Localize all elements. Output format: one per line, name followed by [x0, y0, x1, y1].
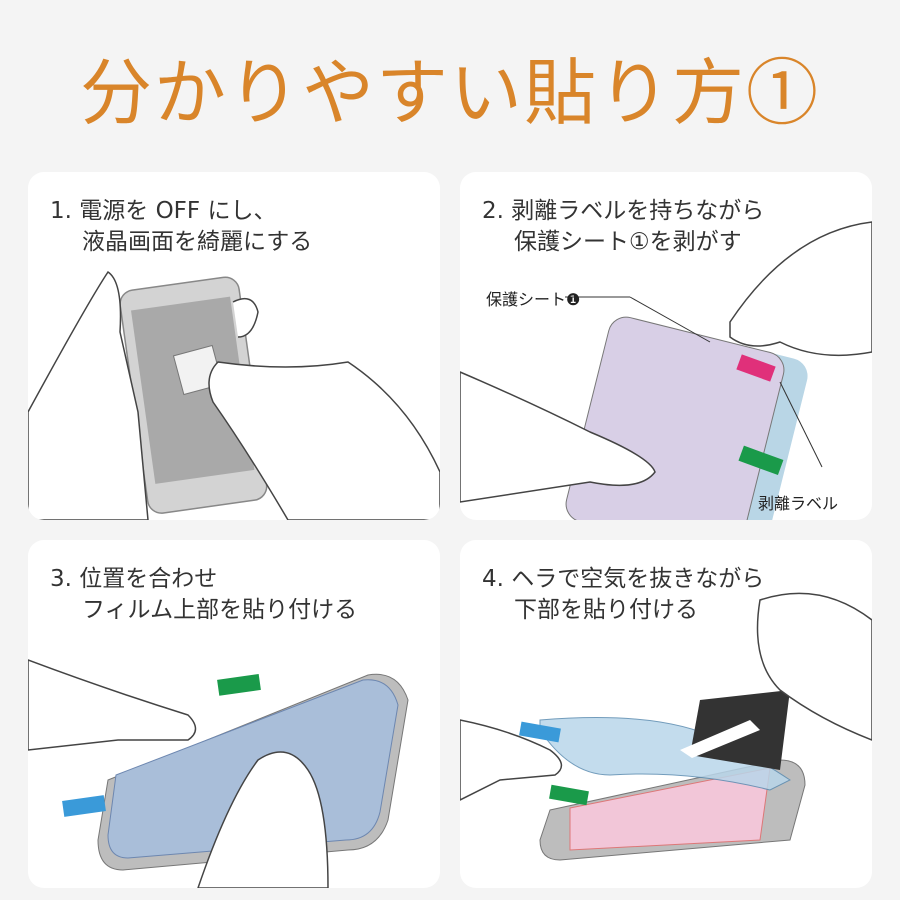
step-3-line1: 3. 位置を合わせ [50, 566, 218, 592]
wipe-screen-illustration [28, 270, 440, 520]
step-2-line2: 保護シート①を剥がす [514, 229, 742, 255]
step-1-text: 1. 電源を OFF にし、液晶画面を綺麗にする [50, 196, 312, 258]
release-label-callout: 剥離ラベル [758, 494, 839, 513]
step-1-card: 1. 電源を OFF にし、液晶画面を綺麗にする [28, 172, 440, 520]
align-film-illustration [28, 659, 409, 888]
step-3-card: 3. 位置を合わせフィルム上部を貼り付ける [28, 540, 440, 888]
step-2-card: 2. 剥離ラベルを持ちながら保護シート①を剥がす 保護シート❶ 剥離ラベル [460, 172, 872, 520]
peel-sheet-illustration [460, 221, 872, 520]
page-title: 分かりやすい貼り方① [79, 51, 820, 135]
step-4-line1: 4. ヘラで空気を抜きながら [482, 566, 765, 592]
step-4-card: 4. ヘラで空気を抜きながら下部を貼り付ける [460, 540, 872, 888]
squeegee-illustration [460, 592, 872, 861]
protective-sheet-callout: 保護シート❶ [486, 290, 581, 309]
step-1-line1: 1. 電源を OFF にし、 [50, 198, 277, 224]
step-4-text: 4. ヘラで空気を抜きながら下部を貼り付ける [482, 564, 764, 626]
step-3-text: 3. 位置を合わせフィルム上部を貼り付ける [50, 564, 357, 626]
step-2-line1: 2. 剥離ラベルを持ちながら [482, 198, 765, 224]
step-3-line2: フィルム上部を貼り付ける [82, 597, 358, 623]
step-2-text: 2. 剥離ラベルを持ちながら保護シート①を剥がす [482, 196, 764, 258]
step-1-line2: 液晶画面を綺麗にする [82, 229, 313, 255]
step-4-line2: 下部を貼り付ける [514, 597, 698, 623]
